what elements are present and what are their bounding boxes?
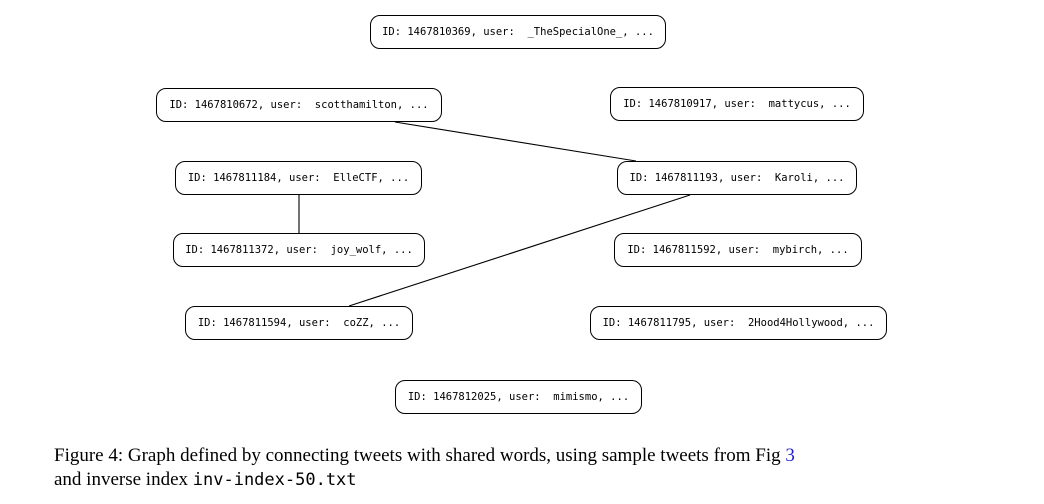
node-ellipsis: ... [409,99,429,111]
graph-node: ID: 1467811184, user: ElleCTF, ... [175,161,422,195]
node-user: mybirch, [772,244,824,256]
node-user-label: user: [289,172,321,184]
node-ellipsis: ... [381,317,401,329]
node-id: ID: 1467810917, [623,98,719,110]
graph-node: ID: 1467811795, user: 2Hood4Hollywood, .… [590,306,887,340]
caption-text-line2: and inverse index [54,469,189,490]
node-user-label: user: [730,172,763,184]
graph-node: ID: 1467811193, user: Karoli, ... [617,161,857,195]
graph-node: ID: 1467812025, user: mimismo, ... [395,380,642,414]
node-ellipsis: ... [634,26,654,38]
node-user: 2Hood4Hollywood, [747,317,850,329]
node-id: ID: 1467811795, [602,317,698,329]
node-user-label: user: [286,244,318,256]
node-user: joy_wolf, [330,244,388,256]
node-id: ID: 1467811372, [185,244,281,256]
node-user-label: user: [509,391,541,403]
graph-node: ID: 1467810917, user: mattycus, ... [610,87,864,121]
node-user: _TheSpecialOne_, [527,26,629,38]
node-user-label: user: [298,317,331,329]
graph-node: ID: 1467811594, user: coZZ, ... [185,306,413,340]
node-ellipsis: ... [829,244,849,256]
graph-edge [394,121,637,162]
node-id: ID: 1467812025, [407,391,503,403]
node-user: mimismo, [553,391,604,403]
graph-node: ID: 1467811592, user: mybirch, ... [614,233,862,267]
node-id: ID: 1467810369, [382,26,477,38]
node-ellipsis: ... [825,172,845,184]
figure-caption: Figure 4: Graph defined by connecting tw… [54,444,1004,492]
tweet-graph: ID: 1467810369, user: _TheSpecialOne_, .… [156,15,887,414]
node-ellipsis: ... [831,98,851,110]
node-id: ID: 1467811184, [187,172,283,184]
node-ellipsis: ... [393,244,413,256]
node-user-label: user: [724,98,756,110]
caption-filename: inv-index-50.txt [192,470,357,490]
node-user-label: user: [728,244,761,256]
node-ellipsis: ... [610,391,630,403]
graph-node: ID: 1467810672, user: scotthamilton, ... [156,88,442,122]
node-id: ID: 1467811594, [197,317,293,329]
node-user: mattycus, [768,98,826,110]
graph-edges [298,121,691,307]
node-id: ID: 1467811592, [627,244,723,256]
node-user: scotthamilton, [314,99,404,111]
graph-edge [348,194,691,307]
figure-reference-link[interactable]: 3 [785,445,795,466]
node-ellipsis: ... [855,317,875,329]
node-user-label: user: [703,317,736,329]
graph-node: ID: 1467810369, user: _TheSpecialOne_, .… [370,15,666,49]
node-user: Karoli, [774,172,820,184]
node-user-label: user: [270,99,303,111]
node-id: ID: 1467811193, [629,172,725,184]
node-user-label: user: [483,26,515,38]
graph-node: ID: 1467811372, user: joy_wolf, ... [173,233,425,267]
node-user: coZZ, [343,317,375,329]
node-id: ID: 1467810672, [169,99,265,111]
node-user: ElleCTF, [333,172,384,184]
node-ellipsis: ... [390,172,410,184]
caption-text: Figure 4: Graph defined by connecting tw… [54,445,781,466]
